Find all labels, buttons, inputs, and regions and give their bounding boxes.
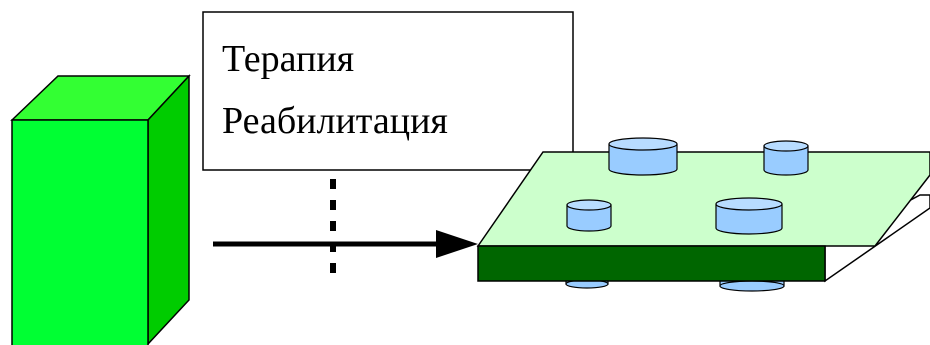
label-box-frame [202,11,574,171]
cylinder-top-back-right [763,140,809,176]
arrow [213,230,478,258]
cylinder-top-front-left [566,199,612,232]
block-side-face [147,74,190,345]
dotted-connector [330,179,336,273]
label-box: Терапия Реабилитация [202,11,574,171]
platform-front-edge [477,245,826,282]
green-block [10,74,191,345]
top-cylinders [566,137,809,235]
label-line-therapy: Терапия [222,38,354,80]
block-front-face [11,119,149,345]
cylinder-top-front-right [715,197,783,235]
label-line-rehabilitation: Реабилитация [222,100,448,142]
platform-top-face [476,151,930,247]
arrow-head [436,230,478,258]
cylinder-top-back-left [608,137,678,176]
